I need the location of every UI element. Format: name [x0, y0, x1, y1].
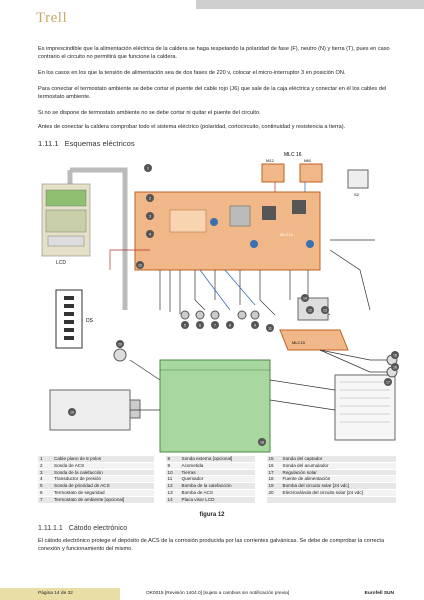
small-label: S2	[354, 192, 360, 197]
lcd-label: LCD	[56, 260, 66, 266]
callout-4: 4	[149, 233, 151, 237]
callout-10: 10	[138, 264, 142, 268]
wiring-diagram: LCD MLC16 M/12 M60 MLC 16 S2	[41, 152, 399, 453]
subsection-number: 1.11.1.1	[38, 525, 63, 532]
section-heading: 1.11.1 Esquemas eléctricos	[38, 139, 135, 148]
main-board	[134, 191, 321, 271]
solar-regulator	[334, 374, 396, 441]
flat-cable	[70, 167, 128, 310]
section-number: 1.11.1	[38, 139, 59, 148]
subsection-paragraph: El cátodo electrónico protege el depósit…	[38, 538, 385, 552]
callout-19: 19	[70, 411, 74, 415]
product-name: Eurofell SUN	[364, 591, 394, 596]
callout-17: 17	[386, 381, 390, 385]
brand-logo: Trell	[36, 10, 68, 26]
callout-16: 16	[393, 366, 397, 370]
page-footer: Página 14 de 32 OK0015 [Revisión 1404.0]…	[0, 588, 424, 600]
callout-20: 20	[118, 343, 122, 347]
callout-9: 9	[254, 324, 256, 328]
solar-board	[279, 329, 349, 351]
subsection-heading: 1.11.1.1 Cátodo electrónico	[38, 525, 127, 532]
callout-15: 15	[393, 354, 397, 358]
footer-band	[0, 588, 120, 600]
document-reference: OK0015 [Revisión 1404.0] [sujeto a cambi…	[146, 591, 290, 596]
callout-6: 6	[199, 324, 201, 328]
page-header: Trell	[0, 0, 424, 32]
subsection-title: Cátodo electrónico	[68, 525, 128, 532]
figure-caption: figura 12	[199, 512, 225, 518]
dip-switch-label: DS	[86, 318, 94, 324]
board-label: MLC 16	[284, 152, 302, 158]
callout-5: 5	[184, 324, 186, 328]
callout-14: 14	[303, 297, 307, 301]
callout-2: 2	[149, 197, 151, 201]
callout-8: 8	[229, 324, 231, 328]
callout-12: 12	[308, 309, 312, 313]
paragraph-thermostat: Para conectar el termostato ambiente se …	[38, 86, 387, 100]
callout-11: 11	[268, 327, 272, 331]
page-number: Página 14 de 32	[38, 591, 73, 596]
solar-label: MLC15	[292, 340, 306, 345]
paragraph-polarity: Es imprescindible que la alimentación el…	[38, 46, 390, 60]
paragraph-check: Antes de conectar la caldera comprobar t…	[38, 124, 346, 130]
paragraph-no-thermostat: Si no se dispone de termostato ambiente …	[38, 110, 261, 116]
connector-a-label: M/12	[266, 159, 274, 163]
connector-b-label: M60	[304, 159, 311, 163]
header-band	[196, 0, 424, 9]
callout-7: 7	[214, 324, 216, 328]
power-supply	[159, 359, 271, 453]
section-title: Esquemas eléctricos	[64, 139, 135, 148]
callout-3: 3	[149, 215, 151, 219]
paragraph-two-phase: En los casos en los que la tensión de al…	[38, 70, 346, 76]
callout-1: 1	[147, 167, 149, 171]
callout-18: 18	[260, 441, 264, 445]
callout-13: 13	[323, 309, 327, 313]
svg-text:MLC16: MLC16	[280, 232, 294, 237]
cathode-electrode	[49, 389, 131, 431]
